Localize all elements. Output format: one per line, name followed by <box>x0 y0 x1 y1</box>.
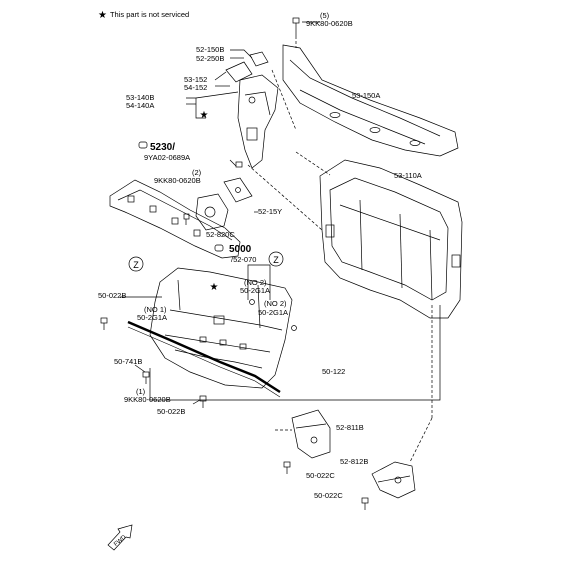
part-label: 5000 <box>229 244 252 255</box>
part-label: 50-122 <box>322 367 346 376</box>
lower-cover <box>149 267 293 389</box>
z-callout <box>128 256 144 272</box>
part-label: (2) <box>192 168 202 177</box>
not-serviced-star: ★ <box>200 110 209 121</box>
part-label: (1) <box>136 387 146 396</box>
bolt <box>183 213 190 225</box>
part-label: 50-022B <box>98 291 127 300</box>
upper-support-member <box>282 44 459 157</box>
part-label: 50-2G1A <box>240 286 271 295</box>
part-label: 9KK80-0620B <box>306 19 353 28</box>
splash-shield-52-811b <box>291 409 331 459</box>
bracket-52-820c <box>195 193 229 231</box>
clip <box>249 299 297 331</box>
fwd-text: FWD <box>113 534 128 548</box>
part-label: 52-15Y <box>258 207 283 216</box>
part-label: 9KK80-0620B <box>154 176 201 185</box>
part-label: 9KK80-0620B <box>124 395 171 404</box>
seal-strip <box>127 320 281 394</box>
fwd-arrow-icon <box>107 524 133 551</box>
part-label: 5230/ <box>150 142 176 153</box>
part-label: (NO 2) <box>264 299 287 308</box>
part-label: 50-741B <box>114 357 143 366</box>
part-label: 53-110A <box>394 171 422 180</box>
note-text: This part is not serviced <box>109 10 190 19</box>
part-label: 54-140A <box>126 101 155 110</box>
part-label: (NO 2) <box>244 278 267 287</box>
splash-shield-52-812b <box>371 461 416 499</box>
not-serviced-star: ★ <box>210 282 219 293</box>
part-label: 9YA02-0689A <box>144 153 191 162</box>
part-label: /52-070 <box>231 255 257 264</box>
part-label: 52-250B <box>196 54 225 63</box>
part-label: 52-811B <box>336 423 364 432</box>
part-label: 52-820C <box>206 230 235 239</box>
bolt <box>361 497 369 510</box>
z-callout-text: Z <box>273 255 279 265</box>
z-callout <box>268 251 284 267</box>
bolt <box>100 317 108 330</box>
part-label: 50-022C <box>306 471 335 480</box>
bolt <box>283 461 291 474</box>
bracket-line <box>247 264 271 300</box>
bolt <box>199 395 207 408</box>
radiator-support-frame <box>319 159 463 319</box>
part-label: 52-150B <box>196 45 225 54</box>
star-icon: ★ <box>98 10 107 21</box>
part-label: 50-022B <box>157 407 186 416</box>
connector-icon <box>138 141 224 252</box>
bolt-top <box>292 17 300 36</box>
part-label: (NO 1) <box>144 305 167 314</box>
part-label: 53-140B <box>126 93 155 102</box>
part-label: 53-150A <box>352 91 381 100</box>
part-label: 52-812B <box>340 457 369 466</box>
bolt <box>142 371 150 384</box>
part-label: (5) <box>320 11 330 20</box>
part-label: 50-022C <box>314 491 343 500</box>
part-label: 53-152 <box>184 75 208 84</box>
hood-latch-bracket <box>225 51 279 169</box>
z-callout-text: Z <box>133 260 139 270</box>
not-serviced-note: ★This part is not serviced <box>98 10 189 21</box>
bracket-52-15y <box>223 177 253 203</box>
bracket-line <box>149 305 441 401</box>
part-label: 54-152 <box>184 83 208 92</box>
part-label: 50-2G1A <box>137 313 168 322</box>
bumper-reinforcement <box>109 179 241 259</box>
part-label: 50-2G1A <box>258 308 289 317</box>
